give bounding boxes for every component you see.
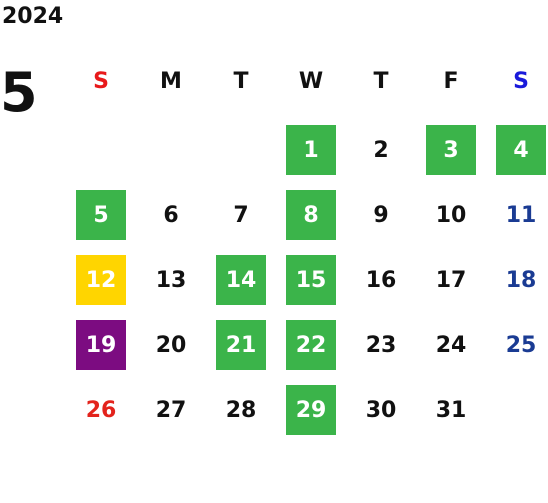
month-number: 5 [0,61,38,124]
year-label: 2024 [2,4,64,29]
day-cell-5[interactable]: 5 [76,190,126,240]
weekday-saturday: S [513,69,529,94]
day-cell-23[interactable]: 23 [365,332,397,358]
day-cell-12[interactable]: 12 [76,255,126,305]
weekday-friday: F [443,69,459,94]
day-cell-25[interactable]: 25 [505,332,537,358]
weekday-sunday: S [93,69,109,94]
day-cell-14[interactable]: 14 [216,255,266,305]
day-cell-16[interactable]: 16 [365,267,397,293]
weekday-wednesday: W [298,69,324,94]
day-cell-8[interactable]: 8 [286,190,336,240]
day-cell-20[interactable]: 20 [155,332,187,358]
day-cell-9[interactable]: 9 [373,202,389,228]
day-cell-26[interactable]: 26 [85,397,117,423]
day-cell-30[interactable]: 30 [365,397,397,423]
day-cell-10[interactable]: 10 [435,202,467,228]
day-cell-15[interactable]: 15 [286,255,336,305]
day-cell-21[interactable]: 21 [216,320,266,370]
day-cell-28[interactable]: 28 [225,397,257,423]
day-cell-24[interactable]: 24 [435,332,467,358]
day-cell-7[interactable]: 7 [233,202,249,228]
day-cell-29[interactable]: 29 [286,385,336,435]
day-cell-13[interactable]: 13 [155,267,187,293]
day-cell-2[interactable]: 2 [373,137,389,163]
day-cell-31[interactable]: 31 [435,397,467,423]
day-cell-27[interactable]: 27 [155,397,187,423]
day-cell-17[interactable]: 17 [435,267,467,293]
day-cell-1[interactable]: 1 [286,125,336,175]
day-cell-3[interactable]: 3 [426,125,476,175]
day-cell-22[interactable]: 22 [286,320,336,370]
day-cell-18[interactable]: 18 [505,267,537,293]
weekday-thursday: T [373,69,389,94]
weekday-tuesday: T [233,69,249,94]
day-cell-6[interactable]: 6 [163,202,179,228]
day-cell-4[interactable]: 4 [496,125,546,175]
day-cell-11[interactable]: 11 [505,202,537,228]
day-cell-19[interactable]: 19 [76,320,126,370]
weekday-monday: M [160,69,182,94]
